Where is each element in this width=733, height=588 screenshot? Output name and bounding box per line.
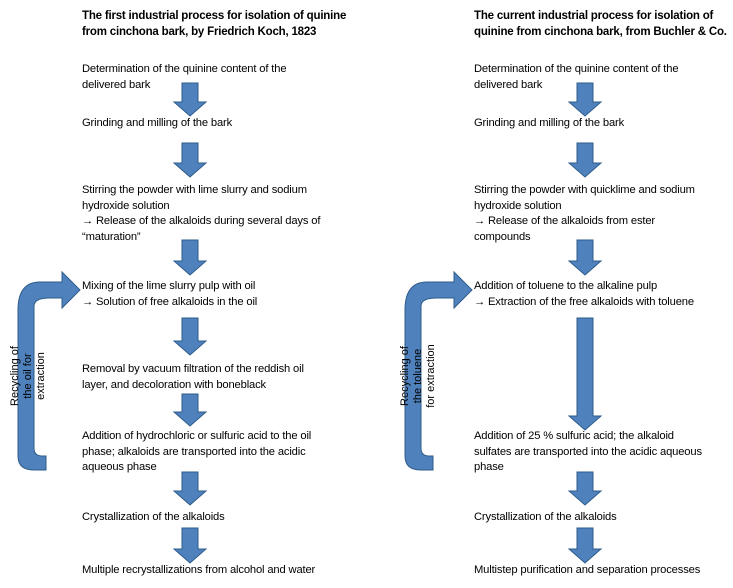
right-recycle-arrow — [404, 270, 473, 471]
left-step-3: Stirring the powder with lime slurry and… — [82, 184, 321, 243]
right-step-3: Stirring the powder with quicklime and s… — [474, 184, 695, 243]
right-step-5: Addition of 25 % sulfuric acid; the alka… — [474, 430, 702, 473]
right-recycle-label: Recycling of the toluene for extraction — [399, 344, 437, 408]
left-recycle-arrow — [17, 270, 81, 471]
left-arrow-5 — [172, 393, 208, 427]
right-arrow-3 — [567, 239, 603, 276]
right-arrow-4 — [567, 317, 603, 431]
right-step-7: Multistep purification and separation pr… — [474, 564, 701, 576]
left-arrow-1 — [172, 82, 208, 117]
left-arrow-7 — [172, 527, 208, 564]
left-step-2: Grinding and milling of the bark — [82, 117, 233, 129]
right-step-1: Determination of the quinine content of … — [474, 63, 679, 91]
left-step-7: Crystallization of the alkaloids — [82, 511, 225, 523]
left-arrow-3 — [172, 239, 208, 276]
right-step-4: Addition of toluene to the alkaline pulp… — [474, 280, 694, 308]
left-step-1: Determination of the quinine content of … — [82, 63, 287, 91]
right-arrow-2 — [567, 142, 603, 178]
right-step-2: Grinding and milling of the bark — [474, 117, 625, 129]
right-arrow-1 — [567, 82, 603, 117]
left-arrow-6 — [172, 471, 208, 506]
left-title: The first industrial process for isolati… — [82, 10, 347, 38]
left-step-6: Addition of hydrochloric or sulfuric aci… — [82, 430, 312, 473]
left-step-4: Mixing of the lime slurry pulp with oil … — [82, 280, 258, 308]
right-arrow-6 — [567, 527, 603, 564]
right-step-6: Crystallization of the alkaloids — [474, 511, 617, 523]
left-arrow-2 — [172, 142, 208, 178]
right-arrow-5 — [567, 471, 603, 506]
left-step-8: Multiple recrystallizations from alcohol… — [82, 564, 316, 576]
left-arrow-4 — [172, 317, 208, 356]
left-recycle-label: Recycling of the oil for extraction — [9, 346, 47, 406]
right-title: The current industrial process for isola… — [474, 10, 727, 38]
left-step-5: Removal by vacuum filtration of the redd… — [82, 363, 304, 391]
